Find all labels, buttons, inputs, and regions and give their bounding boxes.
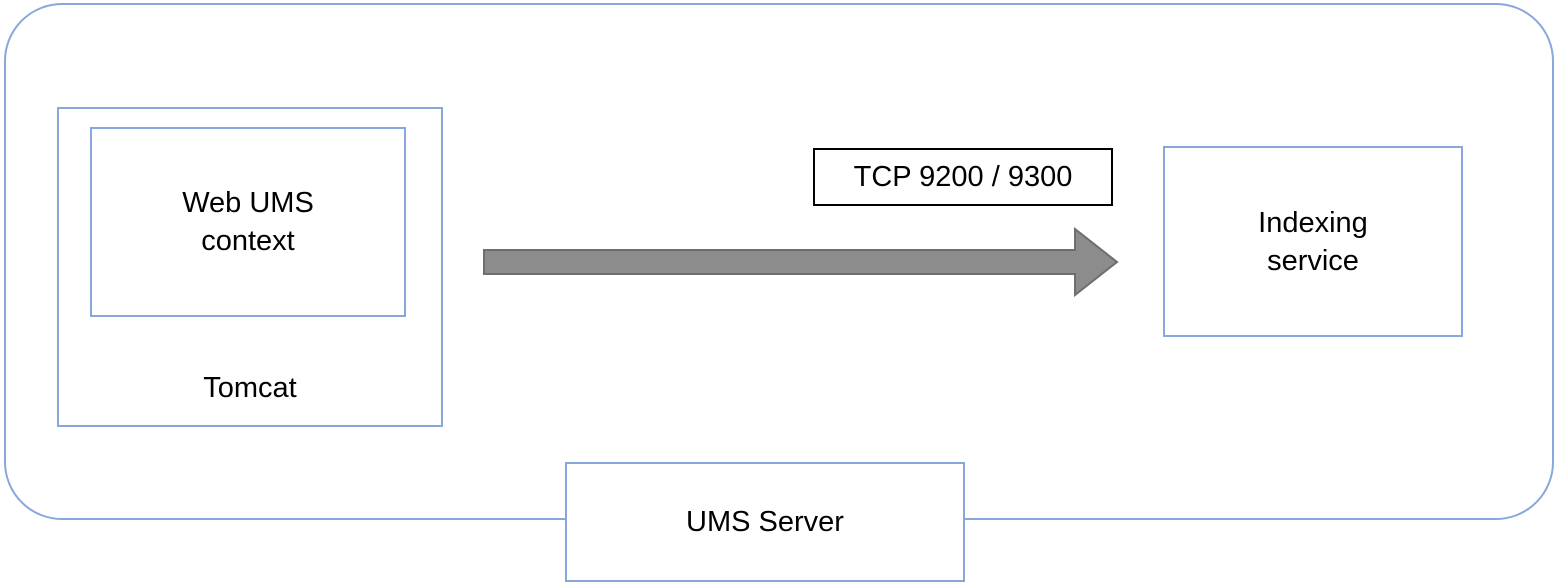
tcp-port-label-box: TCP 9200 / 9300 (813, 148, 1113, 206)
arrow-shape (483, 227, 1119, 297)
indexing-service-label: Indexing service (1258, 206, 1368, 277)
connection-arrow (483, 227, 1119, 297)
tcp-port-label: TCP 9200 / 9300 (853, 161, 1073, 193)
ums-server-label-box: UMS Server (565, 462, 965, 582)
tomcat-box: Tomcat (57, 107, 443, 427)
tomcat-label: Tomcat (203, 372, 297, 404)
indexing-service-box: Indexing service (1163, 146, 1463, 337)
web-ums-context-label: Web UMS context (182, 187, 314, 257)
ums-server-label: UMS Server (686, 506, 844, 538)
web-ums-context-box: Web UMS context (90, 127, 406, 317)
